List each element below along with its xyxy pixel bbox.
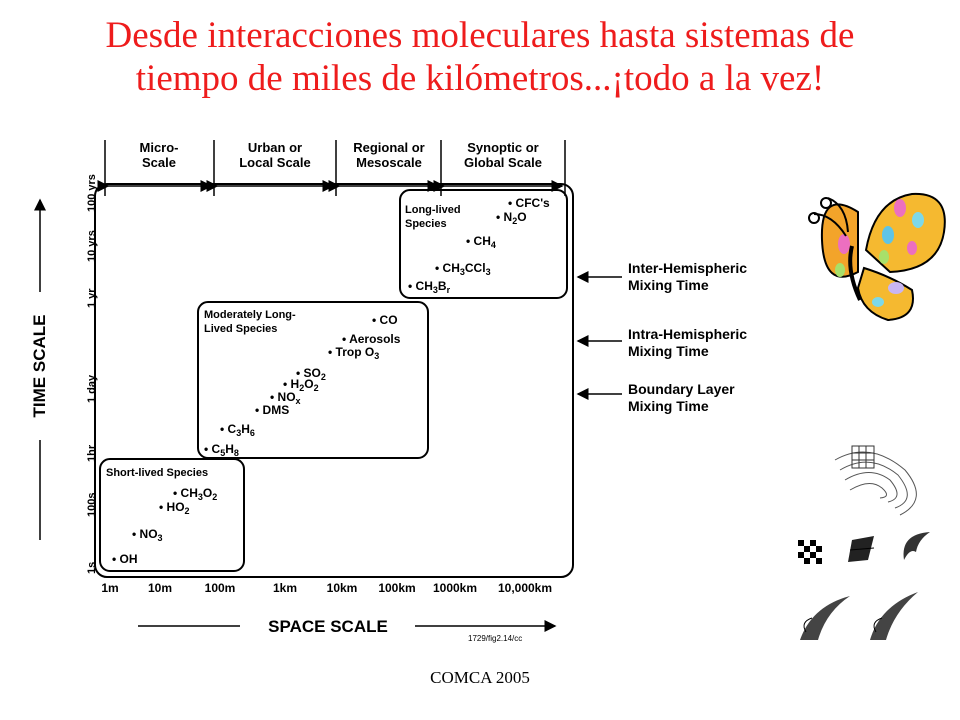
- species-co: • CO: [372, 313, 398, 327]
- species-trop-o3: • Trop O3: [328, 345, 379, 361]
- space-tick-10m: 10m: [148, 581, 172, 595]
- space-tick-1km: 1km: [273, 581, 297, 595]
- species-ho2: • HO2: [159, 500, 190, 516]
- slide-title-line-1: Desde interacciones moleculares hasta si…: [105, 15, 855, 56]
- header-synoptic-line2: Global Scale: [464, 155, 542, 170]
- vortex-evolution-thumbnails: [798, 532, 930, 640]
- species-no3: • NO3: [132, 527, 163, 543]
- long-lived-box: [399, 189, 568, 299]
- time-tick-1hr: 1hr: [86, 444, 98, 462]
- species-dms: • DMS: [255, 403, 289, 417]
- long-lived-label-1: Long-lived: [405, 204, 461, 216]
- species-ch3ccl3: • CH3CCl3: [435, 261, 491, 277]
- header-regional-line1: Regional or: [353, 140, 425, 155]
- butterfly-illustration: [808, 192, 946, 322]
- inter-hemispheric-label-1: Inter-Hemispheric: [628, 260, 747, 276]
- species-ch4: • CH4: [466, 234, 496, 250]
- species-oh: • OH: [112, 552, 138, 566]
- species-ch3o2: • CH3O2: [173, 486, 217, 502]
- slide-title: Desde interacciones moleculares hasta si…: [0, 14, 960, 100]
- species-h2o2: • H2O2: [283, 377, 319, 393]
- time-tick-10yrs: 10 yrs: [86, 230, 98, 262]
- time-axis-label: TIME SCALE: [30, 315, 49, 418]
- space-tick-1000km: 1000km: [433, 581, 477, 595]
- short-lived-label: Short-lived Species: [106, 467, 208, 479]
- space-tick-10km: 10km: [327, 581, 358, 595]
- header-regional-line2: Mesoscale: [356, 155, 422, 170]
- header-urban-line1: Urban or: [248, 140, 302, 155]
- species-cfcs: • CFC's: [508, 196, 550, 210]
- species-aerosols: • Aerosols: [342, 332, 401, 346]
- time-tick-100yrs: 100 yrs: [86, 174, 98, 212]
- species-c5h8: • C5H8: [204, 442, 239, 458]
- moderate-label-2: Lived Species: [204, 323, 277, 335]
- space-axis-label: SPACE SCALE: [268, 617, 388, 636]
- boundary-layer-label-1: Boundary Layer: [628, 381, 735, 397]
- space-tick-100m: 100m: [205, 581, 236, 595]
- moderate-box: [197, 301, 429, 459]
- intra-hemispheric-label-2: Mixing Time: [628, 343, 709, 359]
- species-n2o: • N2O: [496, 210, 527, 226]
- contour-map-thumbnail: [834, 445, 917, 516]
- slide-title-line-2: tiempo de miles de kilómetros...¡todo a …: [135, 58, 825, 99]
- space-tick-10000km: 10,000km: [498, 581, 552, 595]
- space-tick-1m: 1m: [101, 581, 118, 595]
- header-micro-line1: Micro-: [140, 140, 179, 155]
- time-tick-100s: 100s: [86, 493, 98, 517]
- footer-credit: COMCA 2005: [430, 668, 530, 687]
- intra-hemispheric-label-1: Intra-Hemispheric: [628, 326, 747, 342]
- header-urban-line2: Local Scale: [239, 155, 311, 170]
- time-tick-1yr: 1 yr: [86, 288, 98, 308]
- time-tick-1s: 1s: [86, 562, 98, 574]
- header-micro-line2: Scale: [142, 155, 176, 170]
- diagram-frame: [94, 183, 574, 578]
- time-tick-1day: 1 day: [86, 374, 98, 403]
- species-so2: • SO2: [296, 366, 326, 382]
- short-lived-box: [99, 458, 245, 572]
- species-ch3br: • CH3Br: [408, 279, 451, 295]
- header-synoptic-line1: Synoptic or: [467, 140, 539, 155]
- space-tick-100km: 100km: [378, 581, 415, 595]
- long-lived-label-2: Species: [405, 218, 447, 230]
- inter-hemispheric-label-2: Mixing Time: [628, 277, 709, 293]
- boundary-layer-label-2: Mixing Time: [628, 398, 709, 414]
- species-c3h6: • C3H6: [220, 422, 255, 438]
- figure-reference: 1729/fig2.14/cc: [468, 634, 522, 643]
- species-nox: • NOx: [270, 390, 301, 406]
- moderate-label-1: Moderately Long-: [204, 309, 296, 321]
